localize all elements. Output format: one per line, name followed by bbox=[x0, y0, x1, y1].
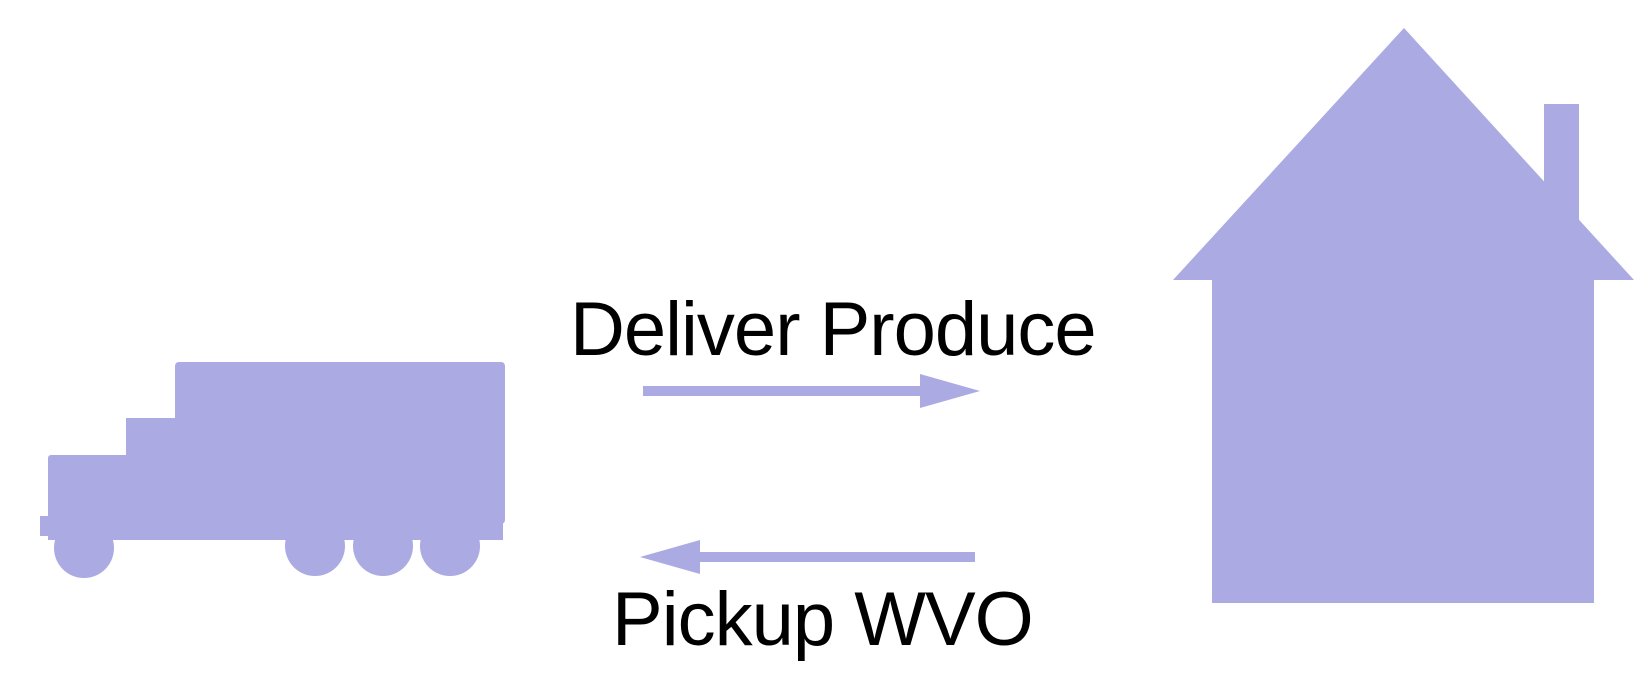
truck-icon bbox=[40, 362, 505, 578]
pickup-wvo-label: Pickup WVO bbox=[612, 577, 1034, 662]
deliver-produce-label: Deliver Produce bbox=[570, 287, 1097, 372]
pickup-arrow bbox=[640, 540, 975, 574]
deliver-arrow bbox=[643, 374, 980, 408]
house-icon bbox=[1173, 28, 1634, 603]
